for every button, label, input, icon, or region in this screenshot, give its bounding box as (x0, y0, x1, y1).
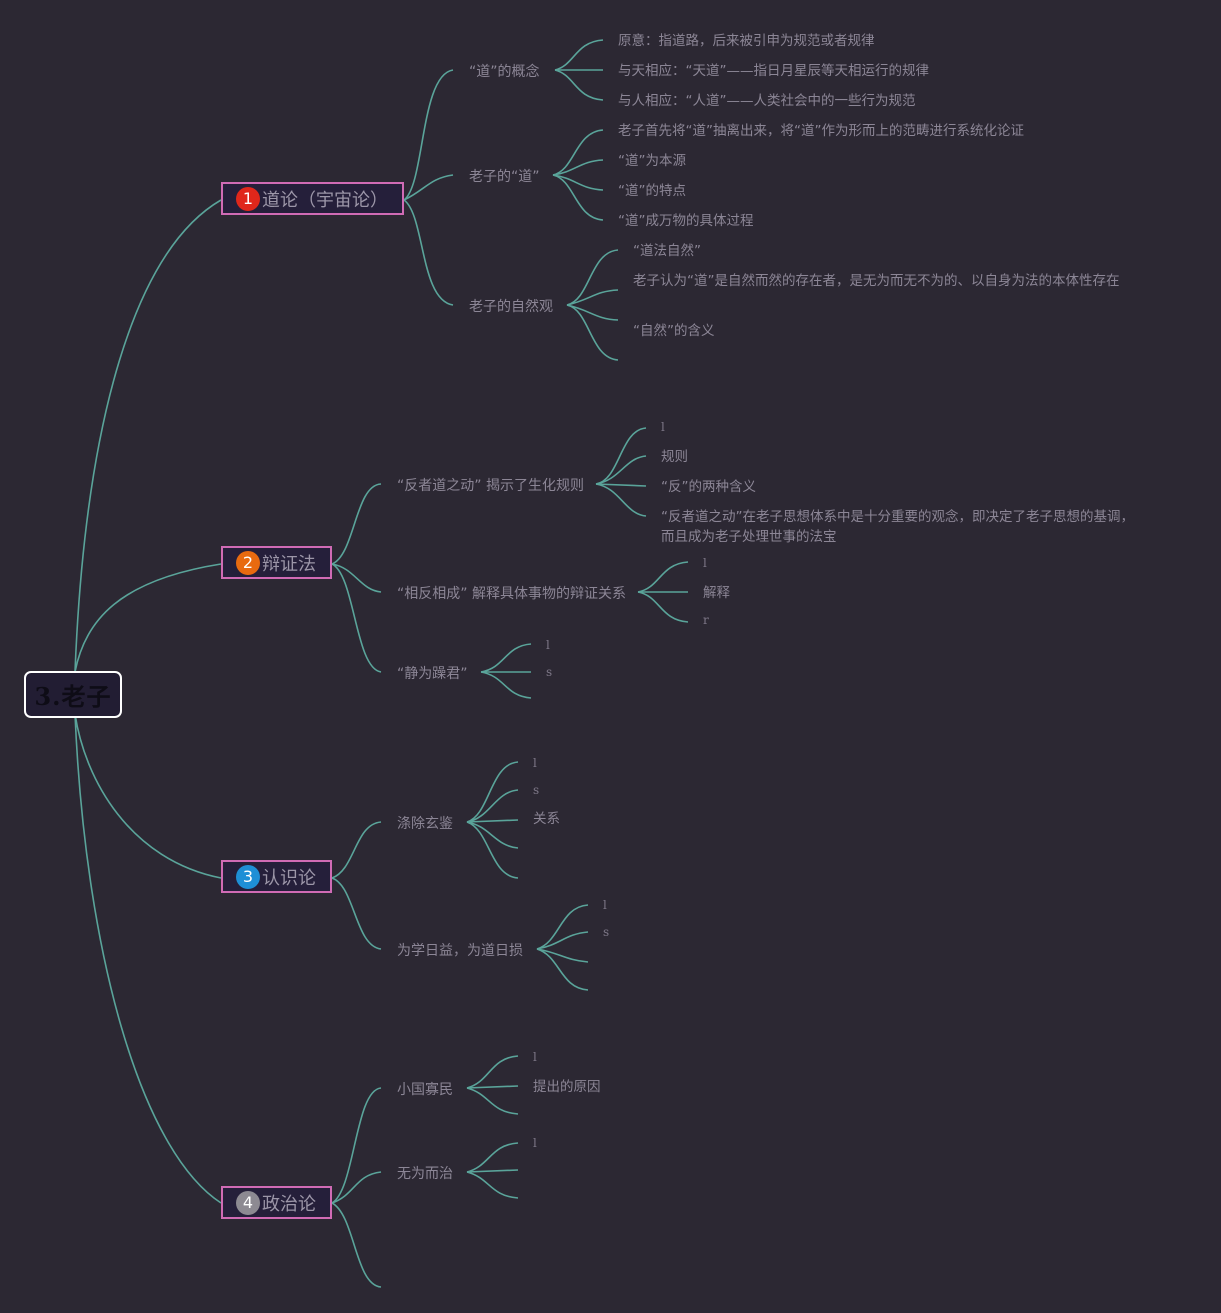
subtopic-xiaoguo-guamin[interactable]: 小国寡民 (397, 1082, 453, 1098)
leaf-text[interactable]: 与天相应：“天道”——指日月星辰等天相运行的规律 (618, 63, 929, 79)
main-topic-1[interactable]: 1 道论（宇宙论） (221, 182, 404, 215)
subtopic-wuwei-erzhi[interactable]: 无为而治 (397, 1166, 453, 1182)
leaf-text[interactable]: l (661, 420, 665, 434)
leaf-text[interactable]: “道”为本源 (618, 153, 686, 169)
leaf-text[interactable]: l (703, 556, 707, 570)
root-topic[interactable]: 3.老子 (24, 671, 122, 718)
subtopic-jing-wei-zaojun[interactable]: “静为躁君” (397, 666, 468, 682)
leaf-text[interactable]: “自然”的含义 (633, 323, 715, 339)
leaf-text[interactable]: “道”成万物的具体过程 (618, 213, 754, 229)
subtopic-fanzhe-daozhidong[interactable]: “反者道之动” 揭示了生化规则 (397, 478, 584, 494)
main-topic-4[interactable]: 4 政治论 (221, 1186, 332, 1219)
main-topic-2-label: 辩证法 (262, 553, 316, 575)
leaf-text[interactable]: 关系 (533, 811, 560, 827)
main-topic-1-label: 道论（宇宙论） (262, 189, 388, 211)
main-topic-2[interactable]: 2 辩证法 (221, 546, 332, 579)
leaf-text[interactable]: 老子首先将“道”抽离出来，将“道”作为形而上的范畴进行系统化论证 (618, 123, 1024, 139)
subtopic-xiangfan-xiangcheng[interactable]: “相反相成” 解释具体事物的辩证关系 (397, 586, 626, 602)
subtopic-nature-view[interactable]: 老子的自然观 (469, 299, 553, 315)
leaf-text[interactable]: “道”的特点 (618, 183, 686, 199)
leaf-text[interactable]: l (533, 1050, 537, 1064)
leaf-text[interactable]: r (703, 613, 709, 627)
leaf-text[interactable]: 提出的原因 (533, 1079, 601, 1095)
leaf-text[interactable]: s (533, 783, 540, 797)
number-badge-1: 1 (236, 186, 260, 211)
subtopic-dichu-xuanjian[interactable]: 涤除玄鉴 (397, 816, 453, 832)
subtopic-dao-concept[interactable]: “道”的概念 (469, 64, 540, 80)
main-topic-4-label: 政治论 (262, 1193, 316, 1215)
leaf-text[interactable]: 解释 (703, 585, 730, 601)
leaf-text[interactable]: l (533, 1136, 537, 1150)
leaf-text[interactable]: s (546, 665, 553, 679)
leaf-text[interactable]: 原意：指道路，后来被引申为规范或者规律 (618, 33, 875, 49)
number-badge-4: 4 (236, 1190, 260, 1215)
main-topic-3[interactable]: 3 认识论 (221, 860, 332, 893)
leaf-text[interactable]: 与人相应：“人道”——人类社会中的一些行为规范 (618, 93, 916, 109)
leaf-text[interactable]: l (533, 756, 537, 770)
main-topic-3-label: 认识论 (262, 867, 316, 889)
number-badge-3: 3 (236, 864, 260, 889)
number-badge-2: 2 (236, 550, 260, 575)
subtopic-laozi-dao[interactable]: 老子的“道” (469, 169, 540, 185)
leaf-text[interactable]: “道法自然” (633, 243, 701, 259)
leaf-text[interactable]: “反”的两种含义 (661, 479, 756, 495)
leaf-text[interactable]: 老子认为“道”是自然而然的存在者，是无为而无不为的、以自身为法的本体性存在 (633, 273, 1120, 289)
leaf-text[interactable]: s (603, 925, 610, 939)
leaf-text[interactable]: 规则 (661, 449, 688, 465)
leaf-text[interactable]: l (546, 638, 550, 652)
leaf-text[interactable]: “反者道之动”在老子思想体系中是十分重要的观念，即决定了老子思想的基调，而且成为… (661, 509, 1134, 545)
subtopic-weixue-riyi[interactable]: 为学日益，为道日损 (397, 943, 523, 959)
leaf-text[interactable]: l (603, 898, 607, 912)
